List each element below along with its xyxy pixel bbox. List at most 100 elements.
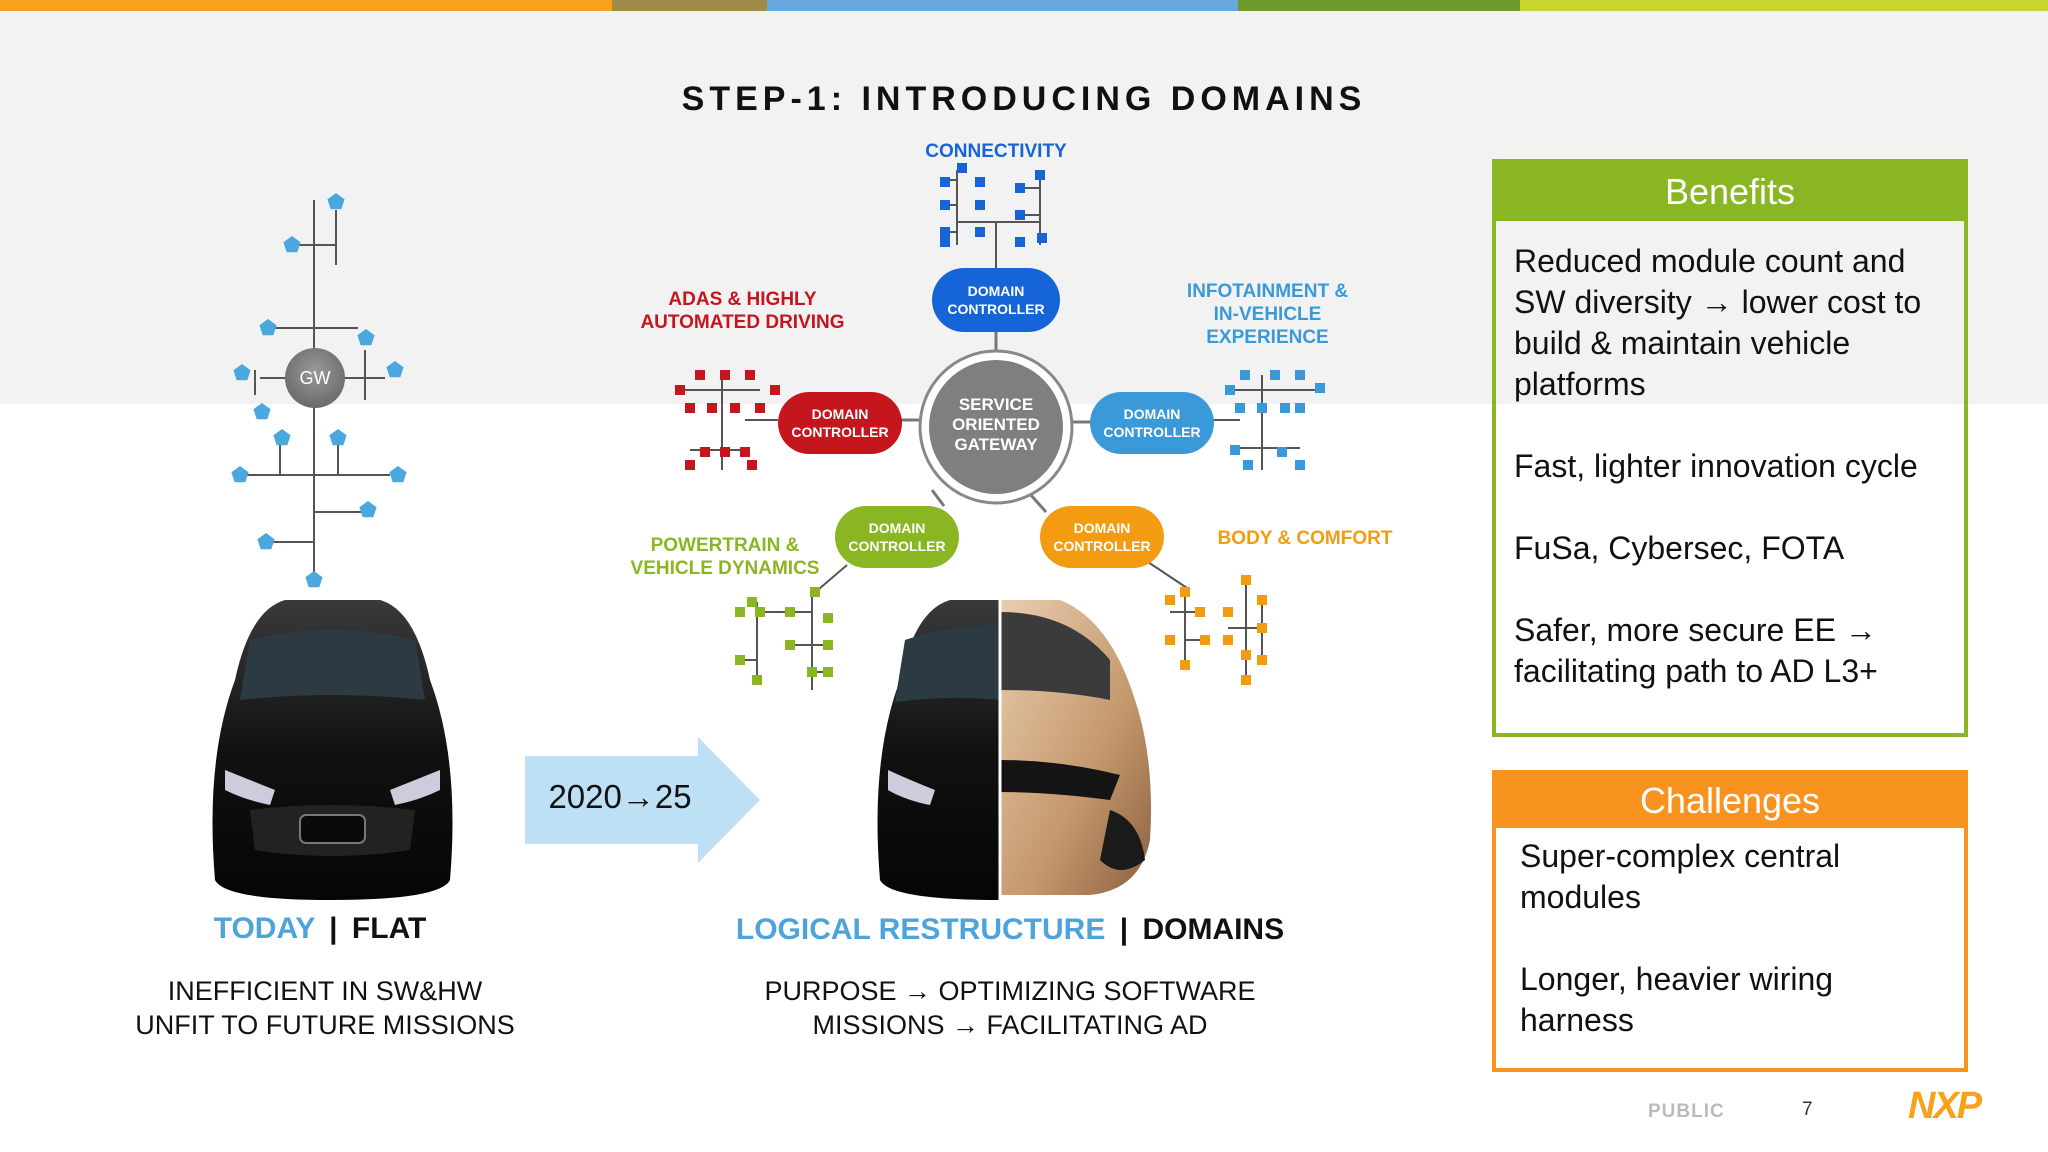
transition-arrow-shape [525,737,760,863]
challenge-item: Longer, heavier wiring harness [1520,961,1834,1038]
ecu-node [1223,635,1233,645]
benefit-item: Fast, lighter innovation cycle [1514,448,1918,484]
domains-heading: LOGICAL RESTRUCTURE | DOMAINS [735,913,1285,946]
ecu-node [720,370,730,380]
ecu-node [1037,233,1047,243]
ecu-node [785,607,795,617]
nxp-logo: NXP [1908,1085,1982,1127]
ecu-node [1223,607,1233,617]
ecu-node [1225,385,1235,395]
flat-network-nodes [231,193,407,588]
ecu-node [1241,650,1251,660]
ecu-node [695,370,705,380]
ecu-node [770,385,780,395]
ecu-node [735,607,745,617]
controller-body [1040,506,1164,568]
ecu-node [940,177,950,187]
ecu-node [1257,403,1267,413]
benefit-item: Reduced module count and SW diversity → … [1514,243,1922,402]
ecu-node [807,667,817,677]
classification-label: PUBLIC [1648,1101,1725,1122]
ecu-node [975,227,985,237]
controller-powertrain [835,506,959,568]
ecu-node [735,655,745,665]
ecu-node [233,364,251,381]
ecu-node [1270,370,1280,380]
ecu-node [975,200,985,210]
gateway-label: GW [299,368,331,388]
benefits-panel: Benefits Reduced module count and SW div… [1492,159,1968,737]
ecu-node [823,613,833,623]
ecu-node [1165,595,1175,605]
ecu-node [389,466,407,483]
ecu-node [1277,447,1287,457]
ecu-node [823,667,833,677]
ecu-node [720,447,730,457]
ecu-node [257,533,275,550]
ecu-node [359,501,377,518]
ecu-node [1295,460,1305,470]
slide-title: STEP-1: INTRODUCING DOMAINS [681,80,1367,118]
ecu-node [755,607,765,617]
car-today-image [212,600,453,900]
ecu-node [357,329,375,346]
today-heading: TODAY | FLAT [213,912,427,945]
ecu-node [740,447,750,457]
ecu-node [1015,210,1025,220]
controller-connectivity [932,268,1060,332]
ecu-node [329,429,347,446]
challenges-title: Challenges [1496,774,1964,828]
ecu-node [940,227,950,237]
ecu-node [1241,675,1251,685]
transition-arrow-label: 2020→25 [548,778,692,815]
ecu-node [231,466,249,483]
domain-label-body: BODY & COMFORT [1217,528,1393,549]
ecu-node [1243,460,1253,470]
benefits-list: Reduced module count and SW diversity → … [1496,221,1964,692]
ecu-node [259,319,277,336]
page-number: 7 [1802,1099,1814,1120]
gateway-node [285,348,345,408]
challenge-item: Super-complex central modules [1520,838,1841,915]
ecu-node [305,571,323,588]
ecu-node [685,403,695,413]
ecu-node [1180,587,1190,597]
ecu-node [1295,370,1305,380]
ecu-node [810,587,820,597]
ecu-node [283,236,301,253]
ecu-node [940,237,950,247]
ecu-node [1165,635,1175,645]
ecu-node [1280,403,1290,413]
ecu-node [755,403,765,413]
domain-label-powertrain: POWERTRAIN &VEHICLE DYNAMICS [630,535,820,579]
ecu-node [1015,183,1025,193]
ecu-node [1240,370,1250,380]
ecu-node [1295,403,1305,413]
color-stripe-bar [0,0,2048,11]
ecu-node [685,460,695,470]
benefit-item: FuSa, Cybersec, FOTA [1514,530,1845,566]
ecu-node [327,193,345,210]
ecu-node [1241,575,1251,585]
ecu-node [1257,623,1267,633]
ecu-node [386,361,404,378]
ecu-node [823,640,833,650]
ecu-node [747,460,757,470]
ecu-node [700,447,710,457]
ecu-node [940,200,950,210]
ecu-node [975,177,985,187]
ecu-node [253,403,271,420]
flat-network-tree [245,200,390,580]
ecu-node [1257,655,1267,665]
ecu-node [1015,237,1025,247]
ecu-node [1200,635,1210,645]
ecu-node [957,163,967,173]
benefit-item: Safer, more secure EE → facilitating pat… [1514,612,1878,689]
